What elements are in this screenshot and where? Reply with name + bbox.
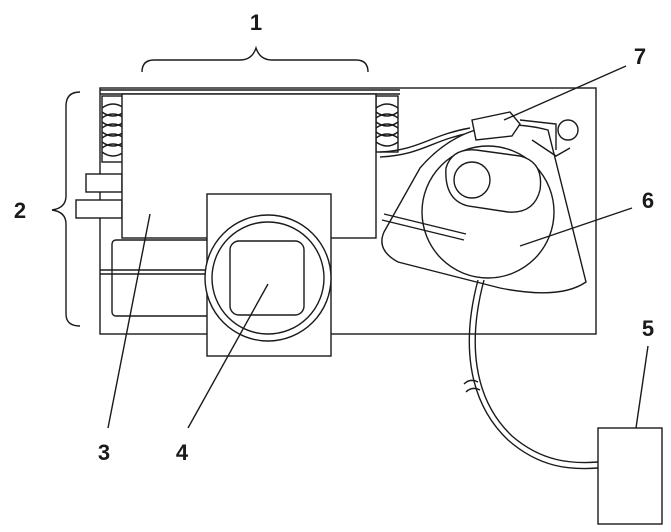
cable-break [463,379,481,393]
window-pane [229,240,305,316]
pump-inlet-port [453,161,491,199]
sensor-cable-inner [474,279,599,464]
right-coil [375,95,399,153]
sensor-cable [468,279,599,470]
connecting-pipe [379,127,471,153]
fitting-eye [557,119,579,141]
side-bracket-upper [85,173,123,193]
callout-6: 6 [642,188,654,213]
brace-1 [141,45,369,73]
callout-5: 5 [642,316,654,341]
leader-4 [187,283,269,429]
sensor-box [597,427,663,525]
hose-fitting [471,111,521,141]
pump-arm [381,213,467,241]
lower-channel [111,239,213,317]
left-coil [101,95,125,163]
callout-1: 1 [250,10,262,35]
connecting-pipe-inner [379,132,471,158]
callout-2: 2 [14,198,26,223]
callout-4: 4 [176,440,189,465]
callout-3: 3 [98,440,110,465]
fitting-bracket [519,119,571,157]
callout-7: 7 [634,44,646,69]
side-bracket-lower [75,199,123,219]
brace-2 [51,91,81,327]
leader-7 [503,65,627,121]
leader-3 [107,213,151,429]
leader-6 [519,207,633,247]
leader-5 [635,345,649,429]
